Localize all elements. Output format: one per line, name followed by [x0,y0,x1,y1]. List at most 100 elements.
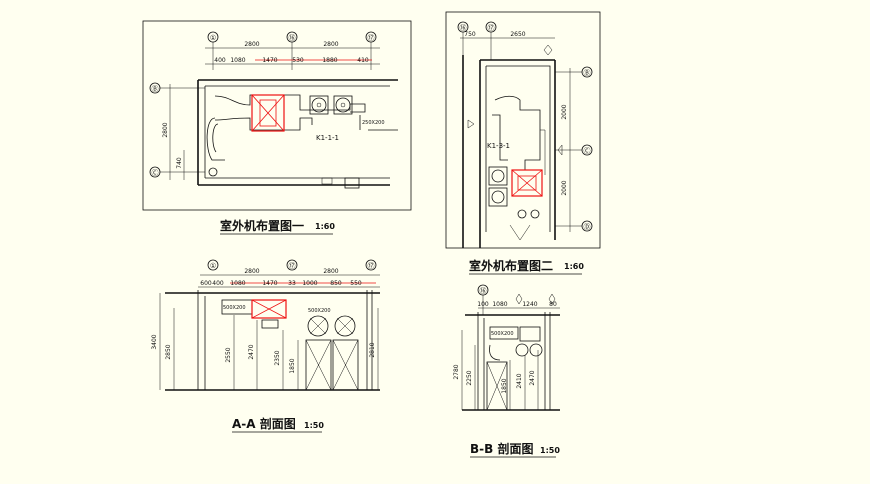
drawing-circle [491,169,505,183]
drawing-path [204,85,390,179]
sectionA-top_dims-3-text: 1470 [262,280,277,287]
drawing-line [486,361,508,411]
plan1-axis-top: ① ⑯ ⑰ [207,31,377,43]
sectionA-drawing: ① ⑰ ⑰ 2800 2800 600 400 1080 1470 33 100… [151,259,380,433]
drawing-path [206,117,225,161]
sectionB-top_dims-1-text: 1080 [492,301,507,308]
drawing-circle [286,259,298,271]
sectionA-duct-label-2: 500X200 [308,308,331,314]
plan2-axes-top-0-text: ⑯ [460,24,467,32]
drawing-circle [529,343,543,357]
plan1-top_dims-5-text: 410 [357,57,369,64]
sectionB-left_dims-4-text: 2470 [529,370,536,385]
drawing-circle [311,97,327,113]
sectionB-axes-top-0-text: ⑯ [480,287,487,295]
drawing-path [515,293,523,305]
plan1-axis-left: Ⓑ Ⓒ [149,82,161,178]
sectionA-left_dims-4-text: 2350 [274,350,281,365]
plan2-drawing: ⑯ ⑰ 750 2650 Ⓑ Ⓒ Ⓓ 2000 2000 K1 [445,11,601,275]
sectionA-left_dims-5-text: 1850 [289,358,296,373]
drawing-circle [340,102,346,108]
plan1-left_dims-1-text: 740 [176,157,183,169]
sectionA-top_dims-1-text: 400 [212,280,224,287]
drawing-circle [530,209,540,219]
sectionA-left_dims-0-text: 3400 [151,334,158,349]
drawing-rect [488,166,508,186]
plan2-axes-right-0-text: Ⓑ [584,69,591,77]
sectionA-top_dims_overall-0-text: 2800 [244,268,259,275]
plan1-duct-label: 250X200 [362,120,385,126]
sectionA-top_dims-0-text: 600 [200,280,212,287]
plan1-top_dims-4-text: 1880 [322,57,337,64]
plan1-axes-top-2-text: ⑰ [368,34,375,42]
sectionB-left_dims-2-text: 1850 [501,378,508,393]
drawing-circle [491,190,505,204]
drawing-rect [309,95,329,115]
plan1-top_dims-1-text: 1080 [230,57,245,64]
sectionA-title: A-A 剖面图 [232,416,296,431]
plan2-ahu-red [511,169,543,197]
plan2-scale: 1:60 [564,262,584,271]
plan1-title: 室外机布置图一 [220,218,304,233]
drawing-line [336,317,354,335]
plan2-top_dims-1-text: 2650 [510,31,525,38]
plan1-unit-label: K1-1-1 [316,134,339,142]
plan2-unit-label: K1-3-1 [487,142,510,150]
sectionB-left_dims-1-text: 2250 [466,370,473,385]
plan2-right_dims-1-text: 2000 [561,180,568,195]
drawing-circle [515,343,529,357]
sectionB-top_dims-2-text: 1240 [522,301,537,308]
sectionA-axes-top-1-text: ⑰ [289,262,296,270]
sectionA-top_dims-2-text: 1080 [230,280,245,287]
plan2-right_dims-0-text: 2000 [561,104,568,119]
drawing-circle [208,167,218,177]
sectionA-scale: 1:50 [304,421,324,430]
plan1-frame [142,20,412,211]
drawing-circle [365,259,377,271]
plan1-dim-overall-2: 2800 [323,41,338,48]
drawing-path [489,344,501,361]
plan2-top_dims-0-text: 750 [464,31,476,38]
plan1-top_dims-0-text: 400 [214,57,226,64]
drawing-rect [517,175,537,191]
plan1-axes-top-1-text: ⑯ [289,34,296,42]
plan2-frame [445,11,601,249]
sectionA-axes-top-2-text: ⑰ [368,262,375,270]
drawing-rect [333,95,353,115]
sectionA-ahu-red [251,299,287,319]
sectionA-top_dims-6-text: 850 [330,280,342,287]
drawing-path [548,293,556,305]
plan2-title: 室外机布置图二 [469,258,553,273]
sectionA-left_dims-6-text: 2810 [369,342,376,357]
drawing-path [197,79,398,186]
drawing-rect [488,187,508,207]
plan2-axes-top-1-text: ⑰ [488,24,495,32]
sectionB-top_dims-0-text: 100 [477,301,489,308]
drawing-rect [486,361,508,411]
sectionA-axes-top-0-text: ① [210,262,216,270]
drawing-rect [321,177,333,185]
plan2-axes-right-2-text: Ⓓ [584,223,591,231]
drawing-path [494,95,541,170]
drawing-line [511,169,543,197]
drawing-rect [259,99,277,127]
sectionB-left_dims-0-text: 2780 [453,364,460,379]
plan1-axes-left-1-text: Ⓒ [152,169,159,177]
plan1-left_dims-0-text: 2800 [162,122,169,137]
plan1-axes-top-0-text: ① [210,34,216,42]
sectionA-top_dims-5-text: 1000 [302,280,317,287]
drawing-rect [261,319,279,329]
drawing-circle [207,259,219,271]
drawing-path [492,114,508,161]
drawing-path [509,224,531,241]
drawing-rect [519,326,541,342]
drawing-line [305,339,332,391]
sectionA-top_dims_overall-1-text: 2800 [323,268,338,275]
plan1-ahu-red [251,94,285,132]
sectionB-top_dims-3-text: 80 [549,301,557,308]
plan1-drawing: ① ⑯ ⑰ 2800 2800 400 1080 1470 530 1880 4… [142,20,412,235]
drawing-path [212,123,219,153]
plan1-fan-units [309,95,353,115]
drawing-line [251,94,285,132]
drawing-path [467,119,475,129]
